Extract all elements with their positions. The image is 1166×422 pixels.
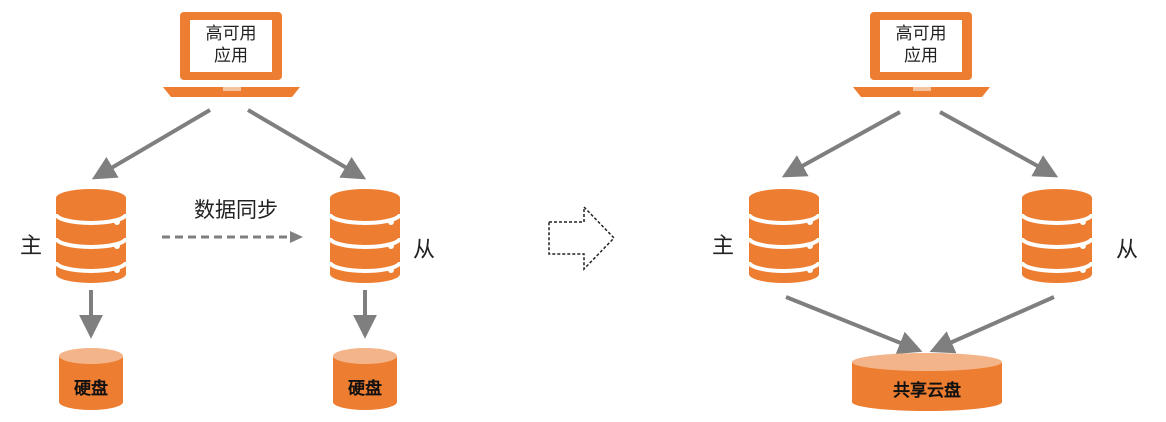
- app-label: 高可用 应用: [190, 23, 272, 67]
- database-icon: [747, 189, 821, 283]
- hollow-dashed-right-arrow-icon: [548, 205, 616, 271]
- arrow-app-to-replica: [939, 110, 1059, 178]
- sync-arrowhead: [290, 231, 303, 243]
- database-icon: [54, 189, 128, 283]
- primary-label: 主: [712, 234, 735, 259]
- shared-disk-icon: [852, 353, 1002, 411]
- primary-label: 主: [20, 234, 43, 259]
- replica-label: 从: [413, 238, 436, 263]
- app-label-line2: 应用: [904, 46, 938, 66]
- database-icon: [1020, 189, 1094, 283]
- arrow-primary-to-shared-disk: [785, 295, 923, 354]
- app-label-line1: 高可用: [895, 24, 947, 44]
- sync-label: 数据同步: [194, 198, 278, 222]
- disk-label-replica: 硬盘: [348, 379, 382, 399]
- arrow-app-to-primary: [91, 108, 212, 180]
- replica-label: 从: [1116, 238, 1139, 263]
- laptop-icon: [853, 12, 990, 97]
- app-label-line2: 应用: [214, 46, 248, 66]
- disk-icon: [59, 348, 123, 410]
- disk-label-primary: 硬盘: [74, 379, 108, 399]
- arrow-app-to-primary: [781, 110, 901, 178]
- disk-icon: [333, 348, 397, 410]
- app-label-line1: 高可用: [205, 24, 257, 44]
- app-label: 高可用 应用: [880, 23, 962, 67]
- shared-disk-label: 共享云盘: [893, 381, 961, 401]
- arrow-replica-to-shared-disk: [929, 295, 1055, 354]
- database-icon: [328, 189, 402, 283]
- laptop-icon: [163, 12, 300, 97]
- arrow-app-to-replica: [246, 108, 367, 180]
